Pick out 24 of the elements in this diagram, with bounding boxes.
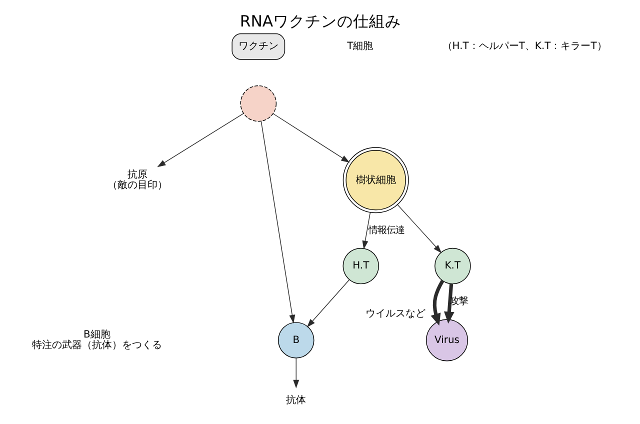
arrow [396, 204, 442, 254]
arrow [272, 113, 350, 163]
arrow [306, 279, 350, 328]
diagram-title: RNAワクチンの仕組み [239, 11, 401, 30]
node-circle: K.T [434, 248, 470, 284]
label: T細胞 [346, 41, 373, 52]
node-text: 抗原 （敵の目印） [106, 169, 167, 192]
node-circle: H.T [342, 248, 379, 284]
label: （H.T：ヘルパーT、K.T：キラーT） [442, 41, 606, 52]
arrow [362, 212, 370, 250]
node-label: B細胞 [82, 330, 110, 341]
node-text: 抗体 [286, 394, 306, 406]
arrow [292, 358, 299, 388]
edge-label: 情報伝達 [368, 224, 404, 236]
node-label: ウイルスなど [365, 308, 426, 320]
node-box: ワクチン [231, 33, 285, 60]
node-circle: Virus [425, 319, 468, 362]
node-circle: 樹状細胞 [342, 147, 408, 214]
arrow [260, 120, 295, 324]
arrow [156, 113, 244, 168]
node-label: 特注の武器（抗体）をつくる [31, 340, 162, 352]
node-circle [240, 85, 276, 122]
arrow [430, 280, 444, 326]
node-circle: B [277, 322, 314, 358]
